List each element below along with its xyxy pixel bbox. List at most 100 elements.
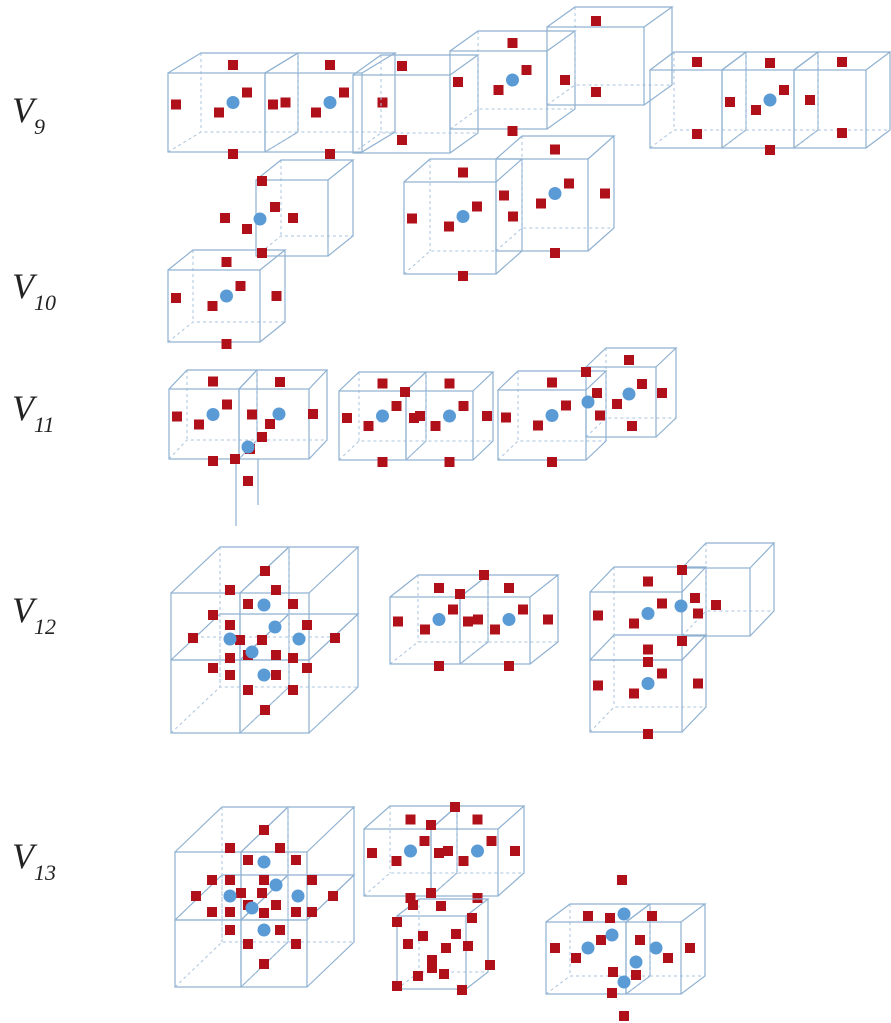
v11-a-cube-1-right-marker [247, 410, 257, 420]
v11-c-cube-1-right-marker [595, 411, 605, 421]
v12-b-cube-1-front-marker [420, 625, 430, 635]
v10-a-cube-upper-top-face [256, 160, 353, 180]
v13-a-square-marker-15 [225, 907, 235, 917]
v11-c-cube-1-center-dot [546, 409, 559, 422]
v12-a-square-marker-19 [260, 705, 270, 715]
v13-a-center-dot-5 [270, 879, 283, 892]
v10-b-cube-1-front-marker [444, 222, 454, 232]
v12-a-square-marker-21 [271, 670, 281, 680]
v9-c-cube-3-front-face [794, 70, 866, 148]
v11-c-bottom-2 [627, 421, 637, 431]
v13-a-square-marker-13 [271, 900, 281, 910]
v12-a-square-marker-13 [271, 650, 281, 660]
v12-b-cube-1-top-marker [434, 583, 444, 593]
v13-a-square-marker-16 [291, 907, 301, 917]
v12-c-cube-lower-front-marker [629, 689, 639, 699]
v9-b-cube-1-hidden-edges [353, 133, 478, 153]
v9-c-cube-2-right-marker [805, 95, 815, 105]
v9-b-top-marker [397, 61, 407, 71]
v10-b-cube-1-top-marker [458, 168, 468, 178]
v12-c-cube-upper-left-bottom-marker [643, 657, 653, 667]
v13-b-cube-1-left-marker [367, 848, 377, 858]
v12-c-cube-lower-hidden-edges [590, 707, 706, 732]
v11-b-cube-2-front-marker [431, 421, 441, 431]
v10-b-cube-2-center-dot [549, 187, 562, 200]
v13-c-square-marker-8 [403, 939, 413, 949]
v11-a-cube-1-center-dot [207, 408, 220, 421]
v12-c-cube-upper-left-right-marker [693, 609, 703, 619]
v10-a-cube-lower-center-dot [220, 290, 233, 303]
v13-c-square-marker-15 [439, 969, 449, 979]
v10-a-center-dot [254, 213, 267, 226]
v10-a-cube-upper-side-face [328, 160, 353, 256]
v9-b-cube-2-left-marker [453, 77, 463, 87]
v10-b-cube-1-center-dot [457, 210, 470, 223]
v12-a-square-marker-4 [243, 599, 253, 609]
v11-b-cube-2-left-marker [409, 413, 419, 423]
v13-d-center-dot-5 [606, 929, 619, 942]
v11-a-center-dot-3 [242, 441, 255, 454]
v10-b-cube-2-bottom-marker [550, 248, 560, 258]
v13-d-square-marker-10 [685, 943, 695, 953]
v13-d-center-dot-2 [582, 942, 595, 955]
v10-a-marker-front [242, 224, 252, 234]
v11-a-cube-1-top-marker [208, 377, 218, 387]
v13-b-top-marker [450, 802, 460, 812]
v13-c-cube-front-face [397, 916, 466, 989]
v12-c-edge-marker-1 [677, 565, 687, 575]
v13-a-square-marker-21 [275, 925, 285, 935]
v9-b-upper-marker [591, 16, 601, 26]
v10-a-edge-marker-2 [257, 248, 267, 258]
v13-d-center-dot-3 [650, 942, 663, 955]
v12-a-square-marker-12 [330, 633, 340, 643]
v9-c-marker-4 [837, 128, 847, 138]
v9-a-cube-2-right-marker [378, 98, 388, 108]
v12-b-cube-1-left-marker [393, 617, 403, 627]
v13-b-cube-1-top-marker [406, 815, 416, 825]
v13-a-square-marker-8 [307, 875, 317, 885]
v11-a-cube-1-front-marker [194, 420, 204, 430]
v13-d-square-marker-8 [550, 943, 560, 953]
v11-c-marker-5 [592, 388, 602, 398]
v13-c-square-marker-2 [436, 901, 446, 911]
v12-c-back-marker [690, 593, 700, 603]
v11-b-cube-2-top-marker [445, 379, 455, 389]
v12-c-cube-upper-left-back-marker [657, 599, 667, 609]
v12-a-square-marker-2 [225, 585, 235, 595]
v12-a-center-dot-1 [258, 599, 271, 612]
v12-c-cube-lower-left-marker [593, 681, 603, 691]
v13-a-square-marker-12 [328, 891, 338, 901]
v13-b-cube-1-front-marker [392, 856, 402, 866]
v9-a-cube-2-back-marker [339, 88, 349, 98]
v12-a-square-marker-23 [288, 685, 298, 695]
v13-d-square-marker-4 [647, 911, 657, 921]
v11-c-cube-1-top-marker [547, 378, 557, 388]
v13-c-square-marker-6 [418, 931, 428, 941]
v9-c-cube-2-top-marker [765, 58, 775, 68]
v11-b-cube-1-left-marker [342, 413, 352, 423]
v12-a-cube-4-hidden-edges [240, 687, 358, 733]
v11-a-cube-1-left-marker [172, 412, 182, 422]
v12-c-cube-lower-bottom-marker [643, 729, 653, 739]
v11-c-back-2 [637, 379, 647, 389]
v12-a-square-marker-15 [225, 653, 235, 663]
v9-a-cube-2-center-dot [324, 96, 337, 109]
v13-a-square-marker-17 [207, 907, 217, 917]
v9-c-cube-2-back-marker [779, 85, 789, 95]
v9-b-cube-2-center-dot [506, 74, 519, 87]
v11-a-cube-1-back-marker [222, 400, 232, 410]
v10-b-cube-2-back-marker [564, 179, 574, 189]
v9-a-cube-1-center-dot [227, 96, 240, 109]
v13-d-center-dot-4 [618, 976, 631, 989]
v12-b-cube-2-center-dot [503, 613, 516, 626]
v10-b-cube-1-left-marker [407, 214, 417, 224]
v12-c-right-marker [711, 600, 721, 610]
v12-a-square-marker-22 [243, 685, 253, 695]
v10-a-marker-right [288, 213, 298, 223]
v12-b-cube-2-back-marker [518, 605, 528, 615]
v12-a-square-marker-7 [208, 610, 218, 620]
v13-a-cube-2-side-face [307, 807, 354, 920]
v12-a-square-marker-9 [235, 635, 245, 645]
v10-b-cube-1-right-marker [508, 212, 518, 222]
v12-a-center-dot-4 [258, 669, 271, 682]
